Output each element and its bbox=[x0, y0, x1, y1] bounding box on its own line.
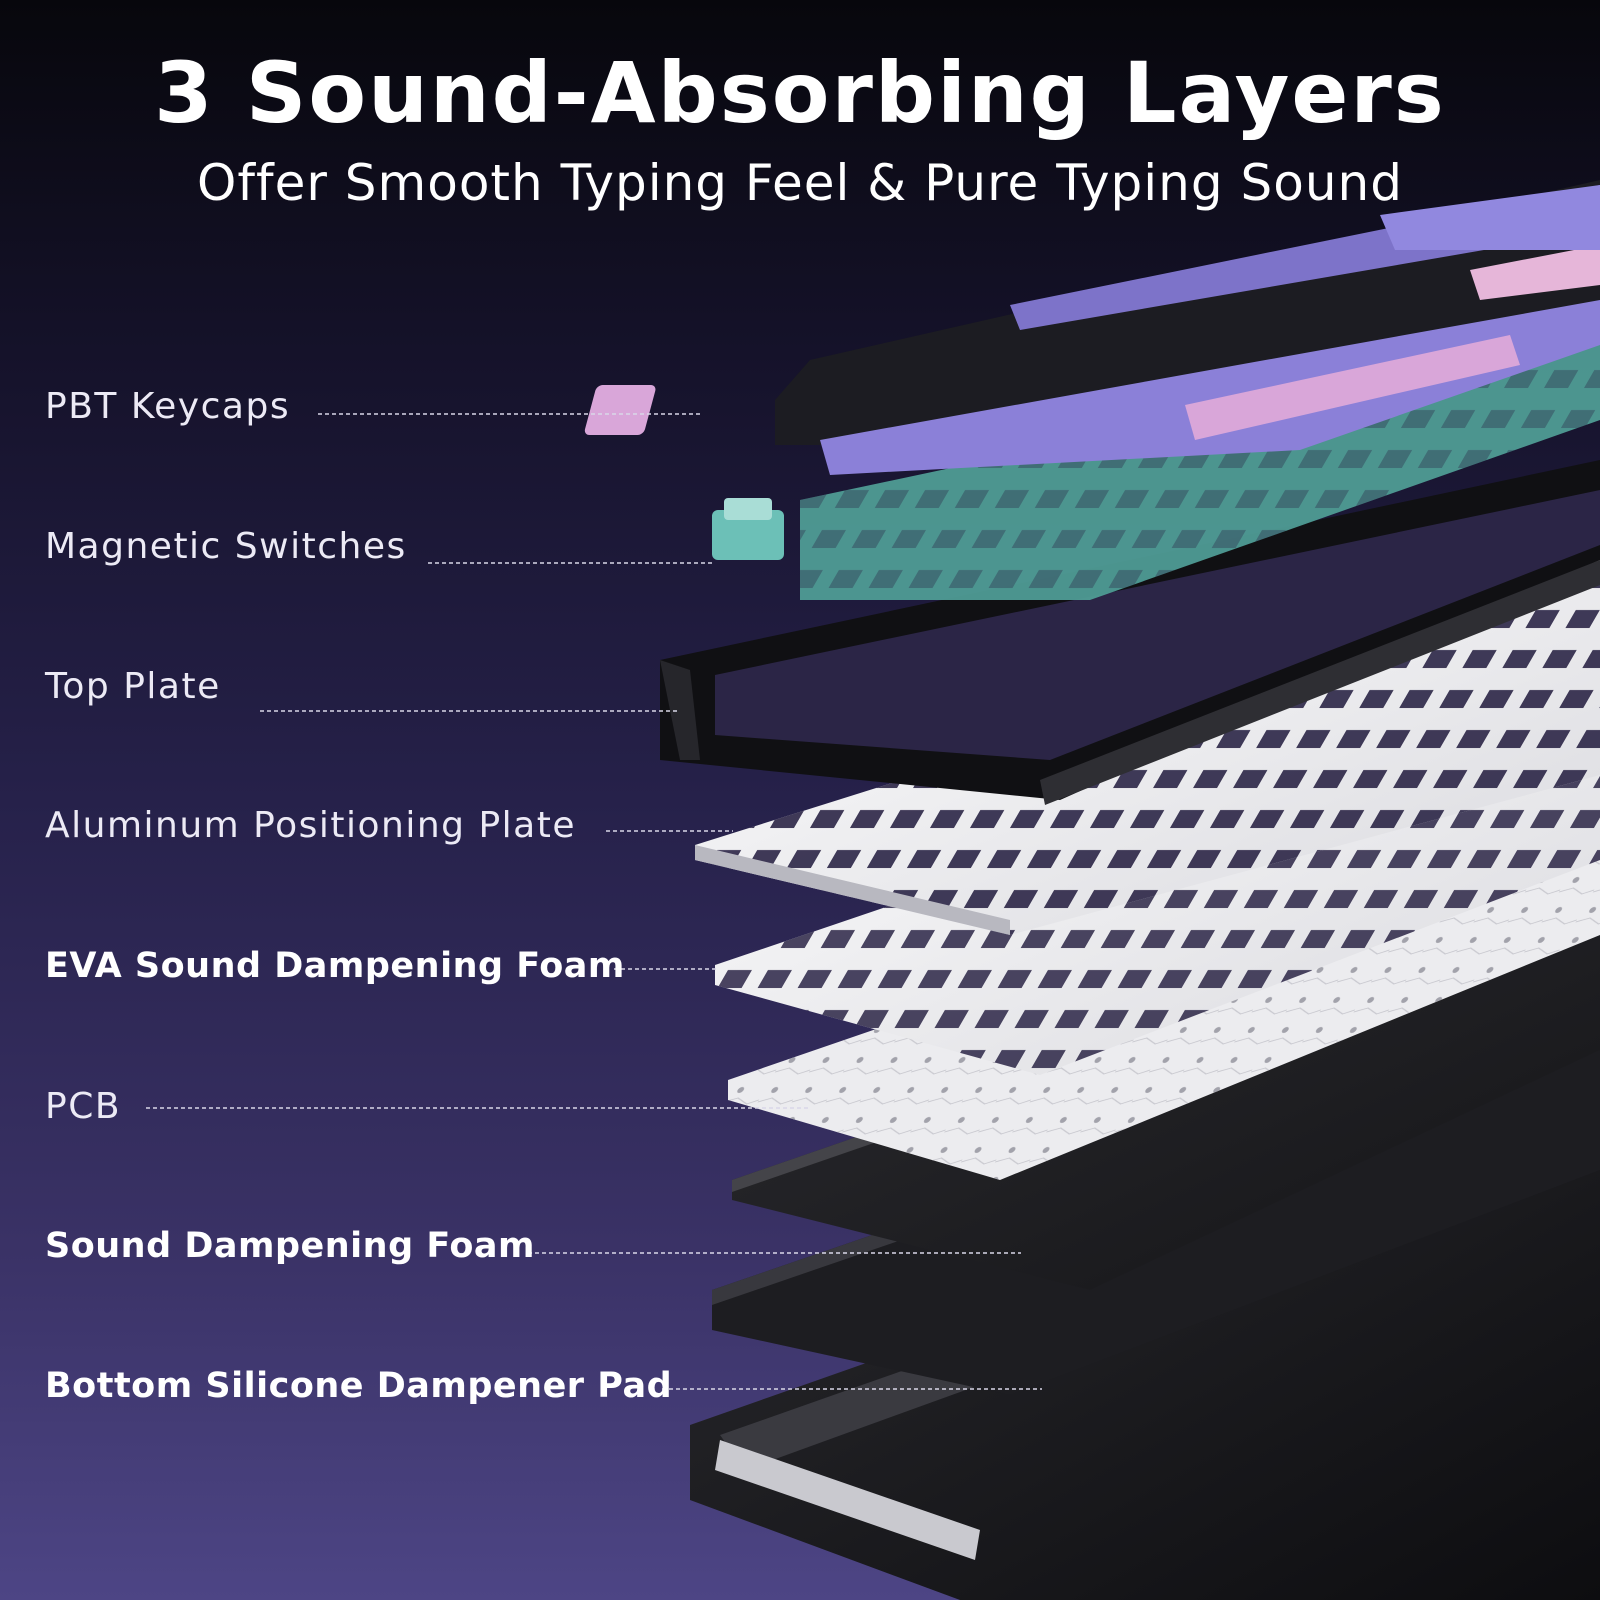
label-eva-sound-dampening-foam: EVA Sound Dampening Foam bbox=[45, 946, 625, 986]
label-pbt-keycaps: PBT Keycaps bbox=[45, 386, 291, 427]
label-aluminum-positioning-plate: Aluminum Positioning Plate bbox=[45, 805, 576, 846]
label-pcb: PCB bbox=[45, 1086, 122, 1127]
label-sound-dampening-foam: Sound Dampening Foam bbox=[45, 1226, 535, 1266]
top-plate-frame bbox=[660, 460, 1600, 805]
label-magnetic-switches: Magnetic Switches bbox=[45, 526, 407, 567]
headline: 3 Sound-Absorbing Layers bbox=[154, 44, 1446, 142]
subheadline: Offer Smooth Typing Feel & Pure Typing S… bbox=[197, 154, 1403, 212]
pbt-keycaps bbox=[584, 180, 1600, 475]
label-top-plate: Top Plate bbox=[45, 666, 221, 707]
label-bottom-silicone-dampener-pad: Bottom Silicone Dampener Pad bbox=[45, 1366, 673, 1406]
